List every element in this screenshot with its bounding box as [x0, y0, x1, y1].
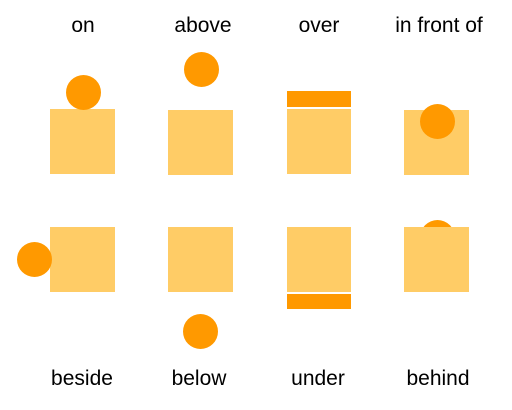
- beside-ball: [17, 242, 52, 277]
- over-box: [287, 109, 351, 174]
- label-over: over: [298, 14, 340, 37]
- on-box: [50, 109, 115, 174]
- under-bar: [287, 294, 351, 309]
- over-bar: [287, 91, 351, 107]
- label-above: above: [174, 14, 232, 37]
- above-box: [168, 110, 233, 175]
- label-beside: beside: [51, 367, 113, 390]
- in-front-of-ball: [420, 104, 455, 139]
- label-under: under: [291, 367, 345, 390]
- label-in-front-of: in front of: [395, 14, 483, 37]
- beside-box: [50, 227, 115, 292]
- under-bar: [287, 292, 351, 294]
- label-on: on: [71, 14, 95, 37]
- below-ball: [183, 314, 218, 349]
- under-box: [287, 227, 351, 292]
- on-ball: [66, 75, 101, 110]
- above-ball: [184, 52, 219, 87]
- behind-box: [404, 227, 469, 292]
- label-behind: behind: [406, 367, 470, 390]
- below-box: [168, 227, 233, 292]
- label-below: below: [171, 367, 227, 390]
